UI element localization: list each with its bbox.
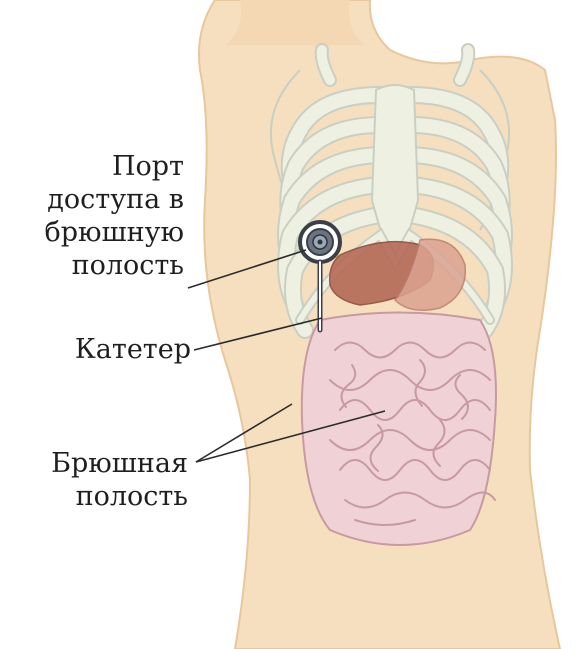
port-device [300,222,340,262]
label-port-line-2: доступа в [44,183,184,216]
label-cavity-line-2: полость [51,480,188,513]
label-catheter-line-1: Катетер [75,333,191,366]
label-cavity: Брюшная полость [51,447,188,513]
label-catheter: Катетер [75,333,191,366]
label-port: Порт доступа в брюшную полость [44,150,184,282]
label-port-line-4: полость [44,249,184,282]
label-cavity-line-1: Брюшная [51,447,188,480]
neck [225,0,365,45]
label-port-line-3: брюшную [44,216,184,249]
label-port-line-1: Порт [44,150,184,183]
